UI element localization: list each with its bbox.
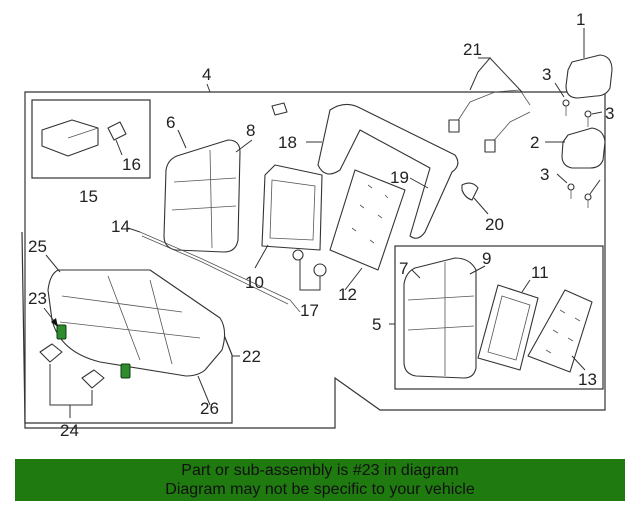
part-7-backrest <box>403 257 486 379</box>
part-17-clips <box>299 260 327 291</box>
info-banner: Part or sub-assembly is #23 in diagram D… <box>15 459 625 501</box>
parts-diagram: 1 3 3 2 3 21 4 6 8 18 15 16 19 20 14 25 … <box>21 10 614 440</box>
callout-15: 15 <box>79 187 98 206</box>
part-20-trim <box>461 182 489 215</box>
callout-26: 26 <box>200 399 219 418</box>
part-11-frame <box>477 279 539 371</box>
callout-4: 4 <box>202 65 211 84</box>
leader-4 <box>206 83 211 93</box>
banner-line-2: Diagram may not be specific to your vehi… <box>165 481 475 498</box>
callout-3b: 3 <box>605 104 614 123</box>
callout-18: 18 <box>278 133 297 152</box>
part-10-frame <box>254 164 323 269</box>
part-13-panel <box>527 289 593 373</box>
callout-8: 8 <box>246 121 255 140</box>
callout-22: 22 <box>242 347 261 366</box>
callout-6: 6 <box>166 113 175 132</box>
part-3-bolts <box>554 82 603 208</box>
callout-24: 24 <box>60 421 79 440</box>
callout-3c: 3 <box>540 165 549 184</box>
cushion-outline-22 <box>21 231 233 424</box>
callout-16: 16 <box>122 155 141 174</box>
part-24-clips <box>39 343 105 418</box>
callout-19: 19 <box>390 168 409 187</box>
part-21-rods <box>448 57 531 153</box>
callout-2: 2 <box>530 133 539 152</box>
callout-12: 12 <box>338 285 357 304</box>
part-18-bar <box>306 103 459 239</box>
banner-line-1: Part or sub-assembly is #23 in diagram <box>181 462 459 479</box>
part-1-headrest <box>565 28 613 99</box>
callout-3a: 3 <box>542 65 551 84</box>
callout-14: 14 <box>111 217 130 236</box>
callout-25: 25 <box>28 237 47 256</box>
callout-21: 21 <box>463 40 482 59</box>
part-15-bracket <box>41 119 127 157</box>
callout-17: 17 <box>300 301 319 320</box>
callout-23: 23 <box>28 289 47 308</box>
callout-9: 9 <box>482 249 491 268</box>
callout-20: 20 <box>485 215 504 234</box>
small-clip <box>271 102 288 116</box>
box-15 <box>31 99 151 179</box>
callout-1: 1 <box>576 10 585 29</box>
callout-10: 10 <box>245 273 264 292</box>
callout-13: 13 <box>578 370 597 389</box>
assembly-outline-4 <box>24 91 606 429</box>
callout-11: 11 <box>531 263 549 282</box>
part-25-cushion <box>45 254 226 406</box>
part-2-headrest <box>545 127 606 169</box>
part-12-panel <box>329 169 406 291</box>
part-6-backrest <box>163 129 253 253</box>
part-23-hooks-highlight <box>43 307 131 379</box>
callout-7: 7 <box>399 259 408 278</box>
box-5 <box>394 245 604 390</box>
part-14-rod <box>127 227 301 313</box>
callout-5: 5 <box>372 315 381 334</box>
